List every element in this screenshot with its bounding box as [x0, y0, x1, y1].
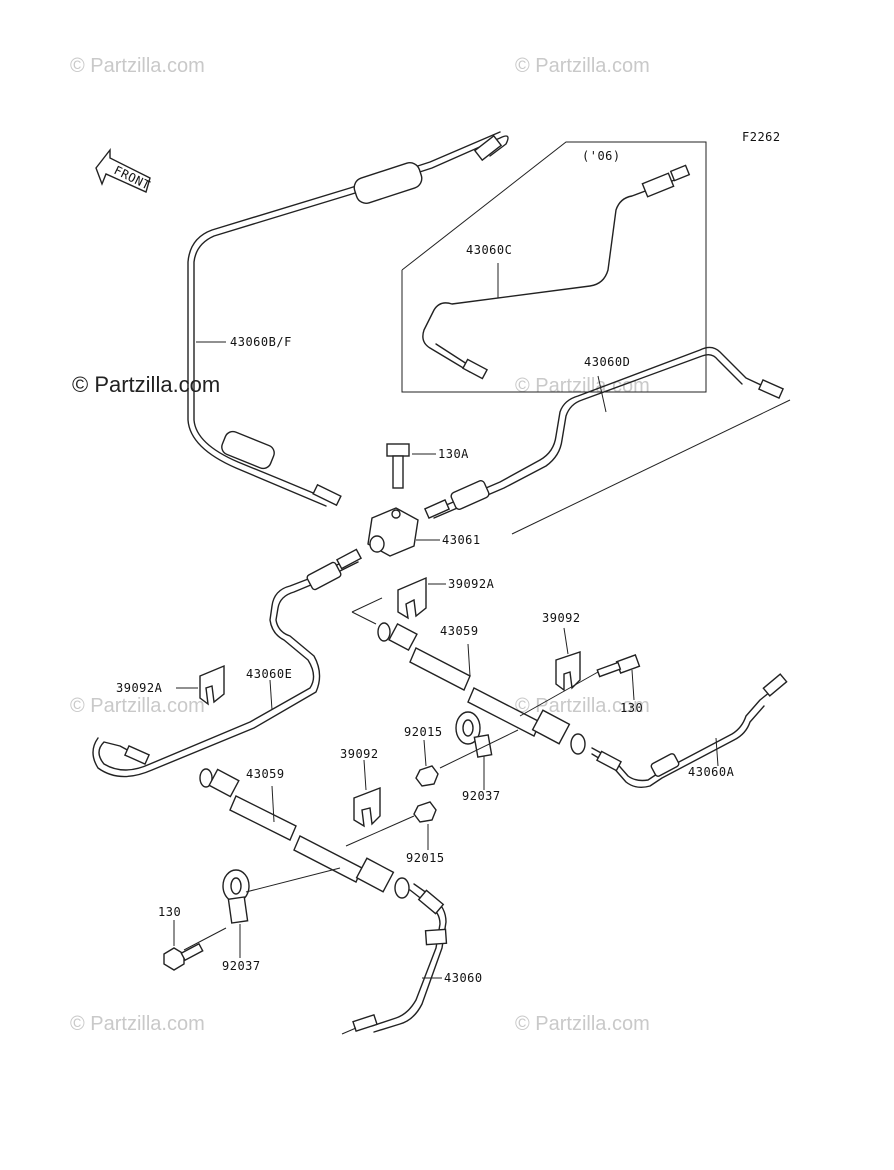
hose-43059-lower: 43059 — [199, 767, 410, 899]
label-39092A-upper: 39092A — [448, 577, 495, 591]
label-43061: 43061 — [442, 533, 481, 547]
label-92037-right: 92037 — [462, 789, 501, 803]
tube-43060D: 43060D — [423, 346, 791, 535]
label-43059-lower: 43059 — [246, 767, 285, 781]
watermark-bottom-right: © Partzilla.com — [515, 1013, 650, 1035]
bolt-130-lower: 130 — [158, 905, 204, 971]
clamp-92037-lower: 92037 — [183, 867, 341, 973]
clip-39092A-left: 39092A — [116, 664, 225, 706]
watermark-main: © Partzilla.com — [72, 372, 220, 397]
joint-43061: 43061 — [367, 507, 481, 557]
label-43060A: 43060A — [688, 765, 735, 779]
label-92015-lower: 92015 — [406, 851, 445, 865]
watermark-center-right: © Partzilla.com — [515, 695, 650, 717]
label-39092A-left: 39092A — [116, 681, 163, 695]
diagram-code: F2262 — [742, 130, 781, 144]
nut-92015-lower: 92015 — [345, 801, 445, 865]
variant-inset-box: ('06) 43060C — [401, 141, 707, 393]
label-92037-lower: 92037 — [222, 959, 261, 973]
tube-43060E: 43060E — [92, 548, 363, 778]
label-43060C: 43060C — [466, 243, 512, 257]
label-130-right: 130 — [620, 701, 643, 715]
label-43060E: 43060E — [246, 667, 292, 681]
label-92015-upper: 92015 — [404, 725, 443, 739]
tube-43060BF: 43060B/F — [187, 131, 509, 507]
label-39092-right: 39092 — [542, 611, 581, 625]
front-label: FRONT — [112, 163, 153, 193]
bolt-130-right: 130 — [519, 654, 643, 717]
clip-39092A-upper: 39092A — [397, 576, 495, 620]
watermark-mid-left: © Partzilla.com — [70, 695, 205, 717]
watermark-top-left: © Partzilla.com — [70, 55, 205, 77]
hose-43059-upper: 43059 — [351, 597, 586, 755]
watermark-top-right: © Partzilla.com — [515, 55, 650, 77]
label-43060D: 43060D — [584, 355, 630, 369]
clip-39092-lower: 39092 — [340, 747, 381, 828]
label-39092-lower: 39092 — [340, 747, 379, 761]
label-43060: 43060 — [444, 971, 483, 985]
clip-39092-right: 39092 — [542, 611, 581, 692]
nut-92015-upper: 92015 — [404, 725, 443, 787]
tube-43060A: 43060A — [591, 673, 788, 789]
bolt-130A: 130A — [386, 443, 469, 489]
front-arrow-icon: FRONT — [95, 147, 153, 193]
tube-43060: 43060 — [341, 883, 483, 1035]
watermarks: © Partzilla.com © Partzilla.com © Partzi… — [70, 55, 650, 1035]
label-43060BF: 43060B/F — [230, 335, 292, 349]
label-43059-upper: 43059 — [440, 624, 479, 638]
watermark-bottom-left: © Partzilla.com — [70, 1013, 205, 1035]
label-130A: 130A — [438, 447, 469, 461]
clamp-92037-right: 92037 — [439, 711, 519, 803]
label-130-lower: 130 — [158, 905, 181, 919]
variant-label: ('06) — [582, 149, 621, 163]
